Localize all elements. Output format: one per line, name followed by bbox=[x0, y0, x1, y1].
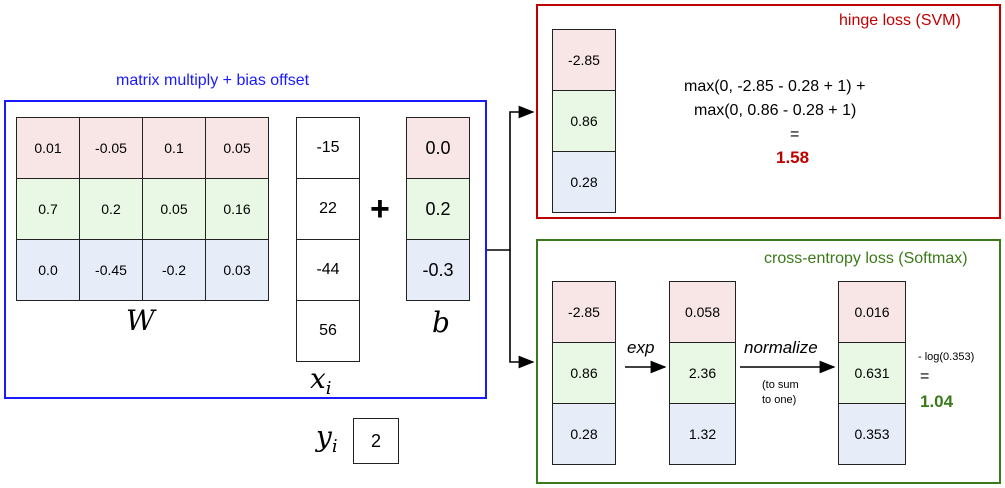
b-cell: 0.2 bbox=[406, 178, 470, 240]
w-cell: 0.16 bbox=[205, 178, 269, 240]
w-cell: 0.7 bbox=[16, 178, 80, 240]
w-cell: 0.01 bbox=[16, 117, 80, 179]
plus-sign: + bbox=[370, 190, 390, 228]
hinge-formula-line2: max(0, 0.86 - 0.28 + 1) bbox=[694, 102, 857, 119]
normalize-note-2: to one) bbox=[762, 394, 797, 406]
x-cell: 56 bbox=[296, 300, 360, 362]
softmax-score-cell: 0.28 bbox=[552, 403, 616, 465]
b-cell: -0.3 bbox=[406, 239, 470, 301]
b-label: b bbox=[432, 306, 450, 339]
w-cell: 0.0 bbox=[16, 239, 80, 301]
left-panel-title: matrix multiply + bias offset bbox=[116, 72, 310, 89]
hinge-score-cell: -2.85 bbox=[552, 29, 616, 91]
softmax-result: 1.04 bbox=[920, 392, 954, 411]
w-cell: -0.45 bbox=[79, 239, 143, 301]
x-label: xi bbox=[310, 362, 332, 399]
prob-value-cell: 0.631 bbox=[838, 342, 906, 404]
softmax-score-cell: -2.85 bbox=[552, 281, 616, 343]
x-cell: -44 bbox=[296, 239, 360, 301]
w-label: W bbox=[126, 304, 155, 337]
prob-value-cell: 0.016 bbox=[838, 281, 906, 343]
arrow-to-softmax bbox=[509, 250, 535, 369]
prob-value-cell: 0.353 bbox=[838, 403, 906, 465]
w-cell: 0.2 bbox=[79, 178, 143, 240]
w-cell: -0.2 bbox=[142, 239, 206, 301]
hinge-panel bbox=[536, 4, 1001, 219]
y-label: yi bbox=[316, 420, 338, 457]
hinge-formula-line1: max(0, -2.85 - 0.28 + 1) + bbox=[684, 78, 866, 95]
y-value-box: 2 bbox=[353, 418, 399, 464]
softmax-score-cell: 0.86 bbox=[552, 342, 616, 404]
w-cell: -0.05 bbox=[79, 117, 143, 179]
y-label-main: y bbox=[316, 420, 332, 453]
left-panel bbox=[4, 100, 487, 399]
w-cell: 0.1 bbox=[142, 117, 206, 179]
exp-value-cell: 1.32 bbox=[669, 403, 736, 465]
w-cell: 0.03 bbox=[205, 239, 269, 301]
hinge-score-cell: 0.86 bbox=[552, 90, 616, 152]
normalize-note-1: (to sum bbox=[762, 379, 799, 391]
softmax-panel bbox=[536, 239, 1001, 484]
w-cell: 0.05 bbox=[205, 117, 269, 179]
hinge-equals: = bbox=[790, 126, 800, 143]
arrow-to-hinge bbox=[487, 105, 535, 251]
exp-value-cell: 2.36 bbox=[669, 342, 736, 404]
exp-label: exp bbox=[627, 338, 655, 357]
hinge-panel-title: hinge loss (SVM) bbox=[839, 12, 961, 29]
hinge-score-cell: 0.28 bbox=[552, 151, 616, 213]
normalize-label: normalize bbox=[744, 338, 818, 357]
x-label-sub: i bbox=[325, 378, 332, 399]
y-label-sub: i bbox=[331, 436, 338, 457]
log-label: - log(0.353) bbox=[918, 351, 975, 363]
b-cell: 0.0 bbox=[406, 117, 470, 179]
exp-value-cell: 0.058 bbox=[669, 281, 736, 343]
x-cell: 22 bbox=[296, 178, 360, 240]
x-cell: -15 bbox=[296, 117, 360, 179]
x-label-main: x bbox=[310, 362, 326, 395]
softmax-panel-title: cross-entropy loss (Softmax) bbox=[764, 250, 968, 267]
w-cell: 0.05 bbox=[142, 178, 206, 240]
softmax-equals: = bbox=[920, 368, 930, 385]
hinge-result: 1.58 bbox=[776, 148, 810, 167]
